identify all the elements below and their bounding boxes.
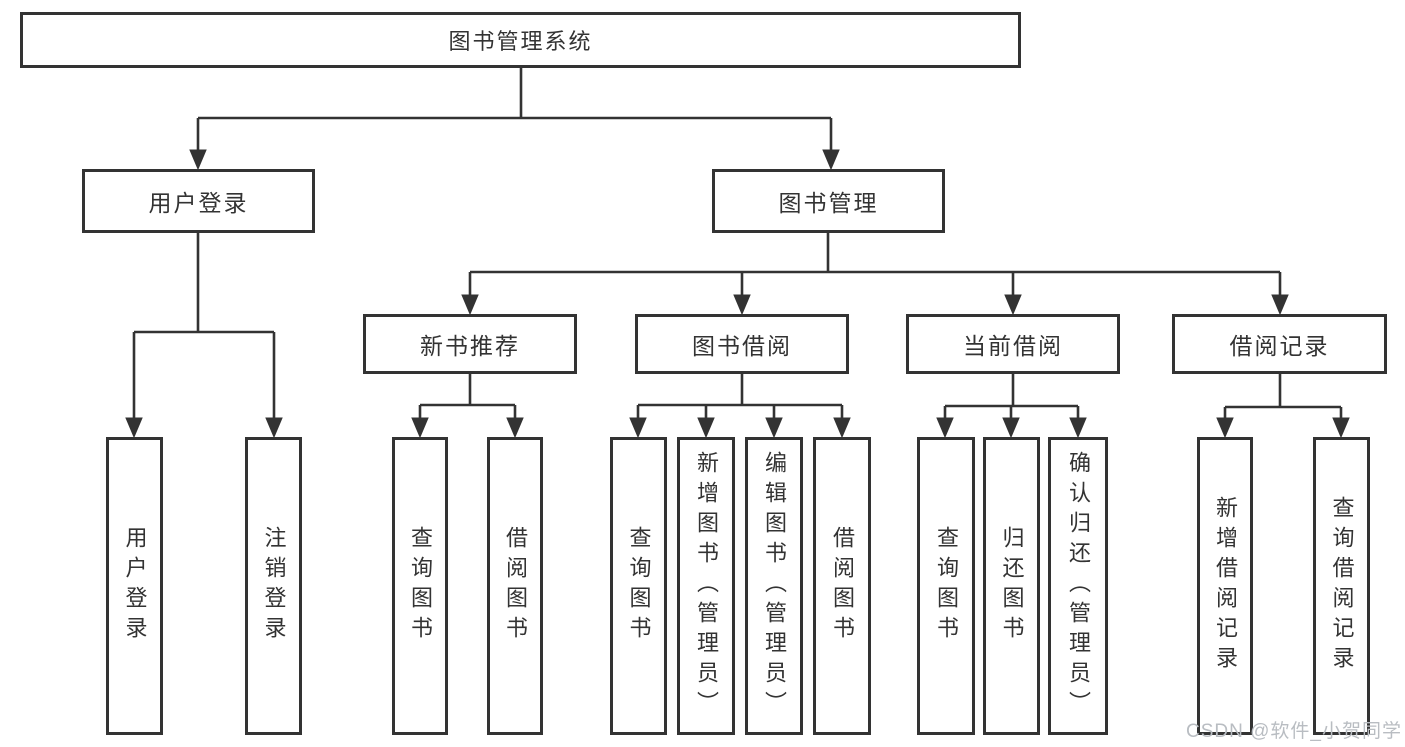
- arrowhead: [265, 417, 283, 439]
- leaf-logout: 注销登录: [245, 437, 302, 735]
- node-label: 新增借阅记录: [1213, 496, 1238, 676]
- node-label: 图书管理系统: [448, 29, 593, 54]
- node-label: 图书管理: [778, 190, 879, 216]
- arrowhead: [125, 417, 143, 439]
- leaf-add-borrow-record: 新增借阅记录: [1197, 437, 1253, 735]
- arrowhead: [1002, 417, 1020, 439]
- node-library-management-system: 图书管理系统: [20, 12, 1021, 68]
- leaf-return-books: 归还图书: [983, 437, 1040, 735]
- node-label: 借阅图书: [830, 526, 855, 646]
- node-label: 用户登录: [122, 526, 148, 646]
- node-current-borrowing: 当前借阅: [906, 314, 1120, 374]
- leaf-query-books-current: 查询图书: [917, 437, 975, 735]
- csdn-watermark: CSDN @软件_小贺同学: [1186, 721, 1402, 742]
- node-label: 新书推荐: [420, 333, 520, 359]
- node-label: 查询图书: [626, 526, 652, 646]
- leaf-user-login: 用户登录: [106, 437, 163, 735]
- connector-root-to-level2: [189, 68, 840, 171]
- node-label: 确认归还（管理员）: [1066, 451, 1091, 721]
- node-new-book-recommend: 新书推荐: [363, 314, 577, 374]
- arrowhead: [1216, 417, 1234, 439]
- arrowhead: [765, 417, 783, 439]
- node-label: 借阅记录: [1229, 333, 1330, 359]
- node-label: 查询图书: [934, 526, 959, 646]
- leaf-query-borrow-record: 查询借阅记录: [1313, 437, 1370, 735]
- arrowhead: [822, 149, 840, 171]
- arrowhead: [936, 417, 954, 439]
- connector-book-mgmt-to-level3: [461, 233, 1289, 316]
- arrowhead: [697, 417, 715, 439]
- node-book-borrowing: 图书借阅: [635, 314, 849, 374]
- leaf-query-books-recommend: 查询图书: [392, 437, 448, 735]
- leaf-add-books-admin: 新增图书（管理员）: [677, 437, 735, 735]
- node-label: 归还图书: [999, 526, 1025, 646]
- node-label: 用户登录: [148, 190, 249, 216]
- node-label: 新增图书（管理员）: [694, 451, 719, 721]
- arrowhead: [833, 417, 851, 439]
- leaf-confirm-return-admin: 确认归还（管理员）: [1048, 437, 1108, 735]
- leaf-borrow-books: 借阅图书: [813, 437, 871, 735]
- leaf-edit-books-admin: 编辑图书（管理员）: [745, 437, 803, 735]
- node-book-management: 图书管理: [712, 169, 945, 233]
- node-label: 图书借阅: [692, 333, 792, 359]
- arrowhead: [411, 417, 429, 439]
- node-label: 编辑图书（管理员）: [762, 451, 787, 721]
- arrowhead: [1004, 294, 1022, 316]
- arrowhead: [1069, 417, 1087, 439]
- arrowhead: [1271, 294, 1289, 316]
- arrowhead: [733, 294, 751, 316]
- connector-new-book-children: [411, 374, 524, 439]
- node-label: 查询图书: [408, 526, 433, 646]
- node-label: 注销登录: [261, 526, 287, 646]
- arrowhead: [506, 417, 524, 439]
- node-label: 当前借阅: [963, 333, 1063, 359]
- connector-book-borrow-children: [629, 374, 851, 439]
- connector-current-borrow-children: [936, 374, 1087, 439]
- arrowhead: [629, 417, 647, 439]
- node-user-login: 用户登录: [82, 169, 315, 233]
- arrowhead: [1332, 417, 1350, 439]
- node-borrowing-records: 借阅记录: [1172, 314, 1387, 374]
- arrowhead: [461, 294, 479, 316]
- leaf-borrow-books-recommend: 借阅图书: [487, 437, 543, 735]
- connector-borrow-record-children: [1216, 374, 1350, 439]
- leaf-query-books-borrow: 查询图书: [610, 437, 667, 735]
- node-label: 查询借阅记录: [1329, 496, 1355, 676]
- node-label: 借阅图书: [503, 526, 528, 646]
- arrowhead: [189, 149, 207, 171]
- connector-user-login-children: [125, 233, 283, 439]
